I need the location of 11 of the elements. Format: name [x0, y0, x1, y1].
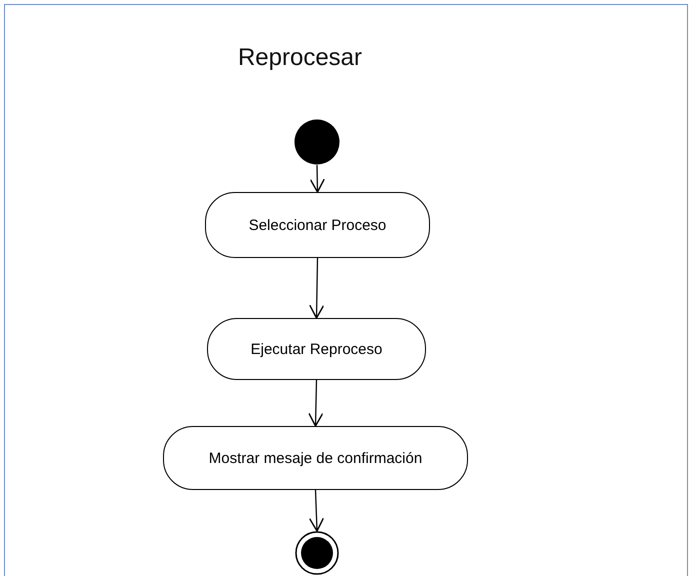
- diagram-title: Reprocesar: [236, 44, 364, 72]
- arrow: [309, 258, 324, 319]
- action-node: [205, 192, 430, 258]
- action-node: [163, 426, 468, 490]
- action-label: Seleccionar Proceso: [248, 216, 386, 234]
- action-node: [207, 318, 426, 380]
- action-label: Mostrar mesaje de confirmación: [208, 450, 422, 466]
- arrow: [308, 380, 324, 427]
- action-label: Ejecutar Reproceso: [250, 340, 382, 358]
- arrow: [310, 164, 325, 193]
- arrow: [308, 490, 324, 532]
